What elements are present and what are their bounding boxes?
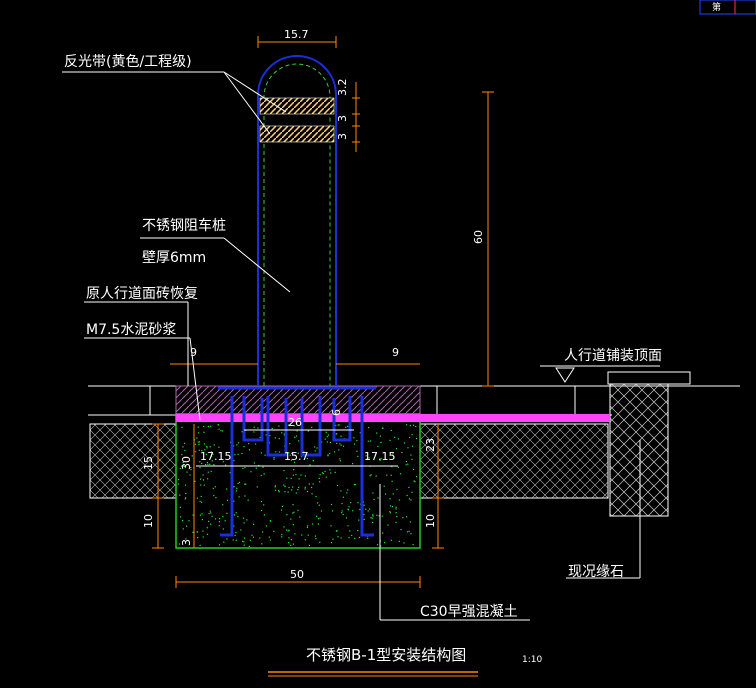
dim-bottom-50: 50 xyxy=(290,568,304,581)
mortar-layer xyxy=(176,414,420,422)
reflective-band-upper xyxy=(259,97,335,115)
curb-top xyxy=(607,371,691,385)
post-name-label: 不锈钢阻车桩 xyxy=(142,217,226,234)
bollard-post xyxy=(257,55,337,386)
dim-band-3-a: 3 xyxy=(336,115,349,122)
right-base-layer xyxy=(417,423,609,499)
drawing-scale: 1:10 xyxy=(522,655,542,665)
paving-layer xyxy=(175,385,421,415)
curb-stone xyxy=(609,383,669,517)
elevation-marker xyxy=(555,367,575,383)
dim-left-17-15: 17.15 xyxy=(200,450,232,463)
dim-right-10: 10 xyxy=(424,514,437,528)
dim-band-3-2: 3.2 xyxy=(336,79,349,97)
drawing-title: 不锈钢B-1型安装结构图 xyxy=(306,646,466,664)
restore-pavement-label: 原人行道面砖恢复 xyxy=(86,285,198,302)
dim-right-17-15: 17.15 xyxy=(364,450,396,463)
dim-top-width: 15.7 xyxy=(284,28,309,41)
corner-tab-text: 第 xyxy=(712,1,721,13)
mortar-label: M7.5水泥砂浆 xyxy=(86,322,176,338)
dimension-lines xyxy=(152,36,494,588)
dim-left-30: 30 xyxy=(180,456,193,470)
dim-left-9: 9 xyxy=(190,346,197,359)
dim-left-3: 3 xyxy=(180,539,193,546)
base-plate xyxy=(218,386,376,537)
reflective-band-lower xyxy=(259,125,335,143)
left-base-layer xyxy=(89,423,179,499)
corner-tab: 第 xyxy=(699,0,756,15)
dim-right-9: 9 xyxy=(392,346,399,359)
dim-left-10: 10 xyxy=(142,514,155,528)
dim-inner-6: 6 xyxy=(330,409,343,416)
dim-height-60: 60 xyxy=(472,230,485,244)
dim-inner-23: 23 xyxy=(424,438,437,452)
curb-label: 现况缘石 xyxy=(568,564,624,580)
sidewalk-surface-label: 人行道铺装顶面 xyxy=(564,348,662,364)
dim-left-15: 15 xyxy=(142,456,155,470)
reflective-band-label: 反光带(黄色/工程级) xyxy=(64,53,192,70)
wall-thickness-label: 壁厚6mm xyxy=(142,250,206,266)
dim-inner-26: 26 xyxy=(288,416,302,429)
dim-mid-15-7: 15.7 xyxy=(284,450,309,463)
leader-lines xyxy=(62,71,660,621)
concrete-foundation xyxy=(175,413,421,549)
dim-band-3-b: 3 xyxy=(336,133,349,140)
concrete-label: C30早强混凝土 xyxy=(420,604,518,620)
mortar-layer-right xyxy=(420,414,610,422)
